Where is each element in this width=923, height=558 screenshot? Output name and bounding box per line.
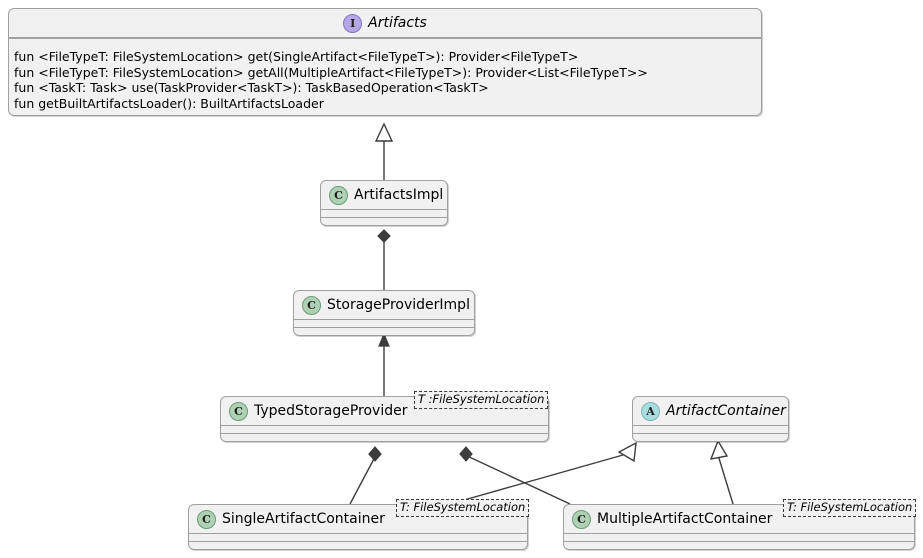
artifacts-impl-attributes-compartment [321, 210, 447, 217]
method-row: fun <FileTypeT: FileSystemLocation> get(… [14, 49, 579, 64]
class-icon: C [572, 509, 591, 529]
typed-storage-provider-title-row: C TypedStorageProvider [221, 397, 548, 425]
interface-icon: I [343, 13, 363, 33]
artifacts-impl-title-row: C ArtifactsImpl [321, 181, 447, 209]
artifact-container-methods-compartment [633, 433, 788, 441]
divider [221, 425, 548, 426]
composition-diamond-typedstorageprovider-left [368, 446, 382, 462]
edge-singleartifactcontainer-typedstorageprovider [349, 454, 377, 505]
multiple-artifact-container-class-name: MultipleArtifactContainer [597, 511, 773, 527]
multiple-artifact-container-attributes-compartment [564, 534, 914, 541]
type-parameter-single-artifact-container: T: FileSystemLocation [396, 499, 530, 517]
class-icon: C [229, 401, 248, 421]
typed-storage-provider-attributes-compartment [221, 426, 548, 433]
method-row: fun <TaskT: Task> use(TaskProvider<TaskT… [14, 80, 489, 96]
artifacts-class-name: Artifacts [368, 15, 427, 31]
composition-diamond-artifactsimpl [377, 229, 391, 243]
type-parameter-typed-storage-provider: T :FileSystemLocation [414, 391, 549, 409]
artifacts-impl-class-name: ArtifactsImpl [354, 187, 444, 203]
generalization-arrowhead-artifactcontainer-left [617, 441, 637, 463]
typed-storage-provider-class-name: TypedStorageProvider [254, 403, 408, 419]
multiple-artifact-container-methods-compartment [564, 541, 914, 549]
abstract-class-icon: A [641, 401, 660, 421]
artifacts-title-row: I Artifacts [9, 9, 761, 37]
generalization-arrowhead-artifactcontainer-right [709, 439, 729, 460]
edge-singleartifactcontainer-artifactcontainer [449, 454, 624, 505]
class-node-artifacts-impl[interactable]: C ArtifactsImpl [320, 180, 448, 226]
edge-multipleartifactcontainer-typedstorageprovider [464, 454, 571, 505]
single-artifact-container-title-row: C SingleArtifactContainer [189, 505, 527, 533]
single-artifact-container-attributes-compartment [189, 534, 527, 541]
class-icon: C [302, 295, 321, 315]
storage-provider-impl-attributes-compartment [294, 320, 474, 327]
divider [9, 37, 761, 38]
divider [564, 533, 914, 534]
artifact-container-class-name: ArtifactContainer [666, 403, 786, 419]
storage-provider-impl-class-name: StorageProviderImpl [327, 297, 470, 313]
artifacts-impl-methods-compartment [321, 217, 447, 225]
type-parameter-multiple-artifact-container: T: FileSystemLocation [783, 499, 917, 517]
composition-diamond-typedstorageprovider-right [459, 446, 473, 462]
divider [633, 425, 788, 426]
storage-provider-impl-title-row: C StorageProviderImpl [294, 291, 474, 319]
divider [321, 209, 447, 210]
storage-provider-impl-methods-compartment [294, 327, 474, 335]
divider [189, 533, 527, 534]
edge-multipleartifactcontainer-artifactcontainer [717, 454, 734, 505]
class-icon: C [329, 185, 348, 205]
realization-arrowhead-artifacts [374, 122, 394, 142]
single-artifact-container-class-name: SingleArtifactContainer [222, 511, 385, 527]
class-node-artifact-container[interactable]: A ArtifactContainer [632, 396, 789, 442]
class-node-artifacts[interactable]: I Artifacts fun <FileTypeT: FileSystemLo… [8, 8, 762, 117]
artifact-container-title-row: A ArtifactContainer [633, 397, 788, 425]
class-icon: C [197, 509, 216, 529]
artifacts-methods-compartment: fun <FileTypeT: FileSystemLocation> get(… [9, 46, 761, 115]
single-artifact-container-methods-compartment [189, 541, 527, 549]
method-row: fun <FileTypeT: FileSystemLocation> getA… [14, 64, 648, 80]
class-node-storage-provider-impl[interactable]: C StorageProviderImpl [293, 290, 475, 336]
divider [294, 319, 474, 320]
typed-storage-provider-methods-compartment [221, 433, 548, 441]
multiple-artifact-container-title-row: C MultipleArtifactContainer [564, 505, 914, 533]
artifact-container-attributes-compartment [633, 426, 788, 433]
artifacts-attributes-compartment [9, 38, 761, 46]
method-row: fun getBuiltArtifactsLoader(): BuiltArti… [14, 95, 324, 111]
